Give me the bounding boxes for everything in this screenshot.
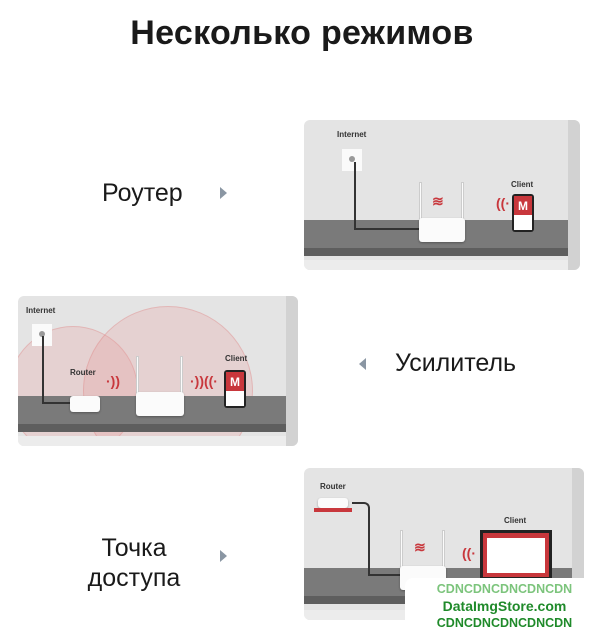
cable — [354, 162, 420, 230]
repeater-mode-illustration: Internet Router ·)) ·))((· Client M — [18, 296, 298, 446]
page-title: Несколько режимов — [130, 14, 474, 52]
phone-client-icon: M — [512, 194, 534, 232]
wifi-icon: ≋ — [414, 539, 426, 555]
arrow-left-icon — [359, 358, 366, 370]
phone-client-icon: M — [224, 370, 246, 408]
mode-label-repeater: Усилитель — [395, 349, 517, 377]
mode-label-access-point: Точка доступа — [87, 534, 181, 592]
cable — [352, 502, 370, 576]
router-label: Router — [70, 368, 96, 377]
internet-label: Internet — [26, 306, 56, 315]
router-mode-illustration: Internet ≋ ((· Client M — [304, 120, 580, 270]
client-label: Client — [504, 516, 527, 525]
wifi-icon: ≋ — [432, 193, 444, 209]
router-label: Router — [320, 482, 346, 491]
signal-icon: ((· — [496, 195, 510, 211]
signal-icon: ·))((· — [190, 373, 218, 389]
tablet-client-icon — [480, 530, 552, 580]
watermark: CDNCDNCDNCDNCDN DataImgStore.com CDNCDNC… — [405, 578, 604, 634]
arrow-right-icon — [220, 550, 227, 562]
client-label: Client — [225, 354, 248, 363]
main-router-icon — [318, 498, 348, 508]
repeater-icon — [136, 392, 184, 416]
mode-label-router: Роутер — [102, 179, 183, 207]
cable — [42, 336, 70, 404]
client-label: Client — [511, 180, 534, 189]
arrow-right-icon — [220, 187, 227, 199]
router-icon — [419, 218, 465, 242]
signal-icon: ((· — [462, 545, 476, 561]
internet-label: Internet — [337, 130, 367, 139]
wall-socket-icon — [32, 324, 52, 346]
main-router-icon — [70, 396, 100, 412]
wall-socket-icon — [342, 149, 362, 171]
signal-icon: ·)) — [106, 373, 120, 389]
